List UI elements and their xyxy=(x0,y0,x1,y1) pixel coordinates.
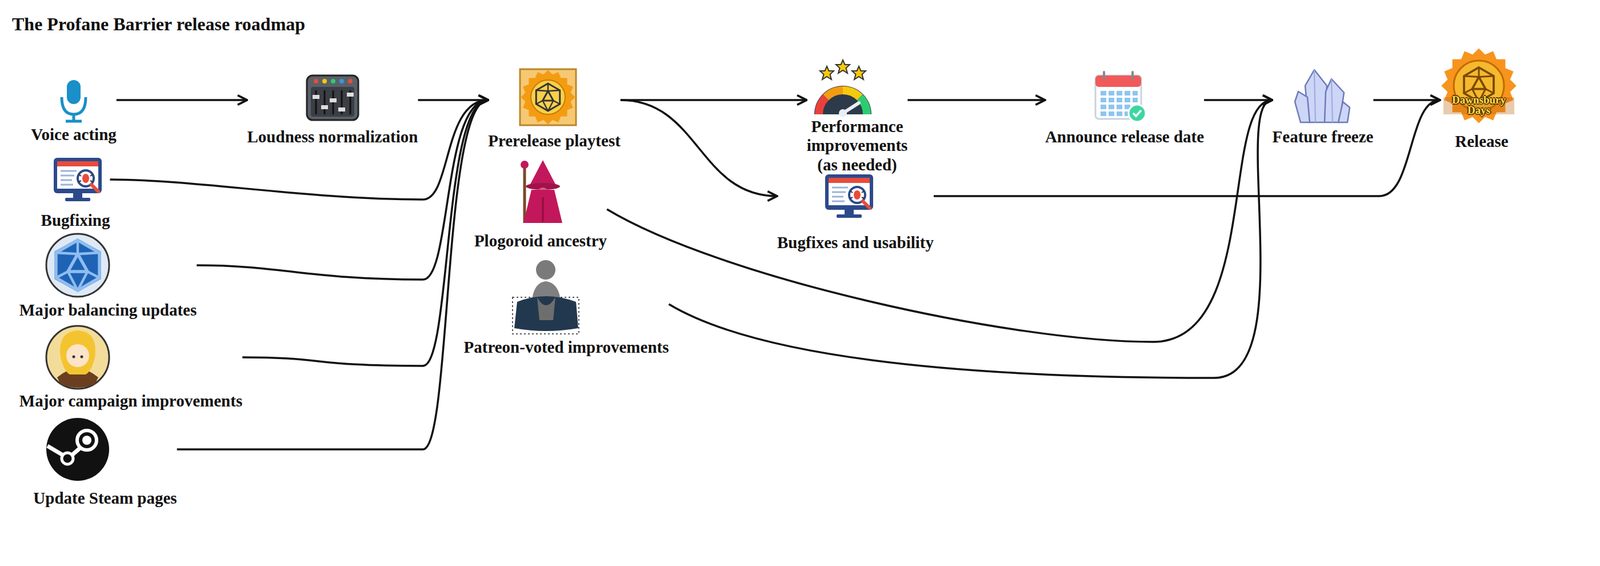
step-label: Patreon-voted improvements xyxy=(464,337,670,357)
gauge-icon xyxy=(814,60,872,118)
d20-icon xyxy=(46,233,110,297)
steam-icon xyxy=(46,417,110,481)
roadmap-step: Loudness normalization xyxy=(247,75,419,147)
step-label: Update Steam pages xyxy=(33,488,177,508)
flow-arrow xyxy=(620,100,778,196)
microphone-icon xyxy=(61,80,86,122)
flow-arrow xyxy=(620,98,807,102)
roadmap-step: Major campaign improvements xyxy=(19,325,243,411)
crystal-icon xyxy=(1294,69,1350,123)
roadmap-step: Prerelease playtest xyxy=(488,69,621,151)
diagram-title: The Profane Barrier release roadmap xyxy=(12,13,306,35)
playtest-icon xyxy=(520,69,576,126)
bug-monitor-icon xyxy=(825,174,874,218)
roadmap-step: Feature freeze xyxy=(1272,68,1374,147)
step-label: Release xyxy=(1454,132,1508,151)
flow-arrow xyxy=(668,100,1272,378)
flow-arrow xyxy=(1373,98,1440,102)
calendar-icon xyxy=(1095,72,1146,122)
flow-arrow xyxy=(109,100,488,200)
flow-arrow xyxy=(417,98,488,102)
wizard-figure xyxy=(520,160,563,223)
bug-monitor-icon xyxy=(53,157,102,202)
roadmap-step: Performance improvements (as needed) xyxy=(806,59,908,175)
roadmap-step: Update Steam pages xyxy=(33,417,177,508)
step-label: Loudness normalization xyxy=(247,127,419,147)
roadmap-step: Major balancing updates xyxy=(19,233,197,320)
step-label: Announce release date xyxy=(1045,127,1204,147)
flow-arrow xyxy=(1204,98,1273,102)
flow-arrow xyxy=(907,98,1046,102)
portrait-icon xyxy=(46,325,110,389)
roadmap-step: Plogoroid ancestry xyxy=(474,160,607,251)
flow-arrow xyxy=(196,100,488,280)
step-label: Plogoroid ancestry xyxy=(474,231,607,251)
step-label: Feature freeze xyxy=(1272,127,1374,147)
roadmap-step: Bugfixing xyxy=(41,157,111,231)
step-label: Bugfixes and usability xyxy=(777,233,934,252)
step-label: Bugfixing xyxy=(41,210,111,230)
flow-arrow xyxy=(242,100,488,366)
patreon-figure xyxy=(512,260,579,334)
logo-text: Dawnsbury Days xyxy=(1444,94,1514,116)
step-label: Prerelease playtest xyxy=(488,131,621,151)
flow-arrow xyxy=(116,98,248,102)
step-label: Major campaign improvements xyxy=(19,391,243,411)
step-label: Major balancing updates xyxy=(19,300,197,320)
flow-arrow xyxy=(933,100,1440,196)
step-label: Voice acting xyxy=(30,125,117,144)
step-label: Performance improvements (as needed) xyxy=(806,117,908,175)
roadmap-step: Voice acting xyxy=(30,78,117,145)
release-logo xyxy=(1441,48,1516,123)
flow-arrow xyxy=(606,100,1272,342)
roadmap-step: Patreon-voted improvements xyxy=(464,257,670,358)
roadmap-step: Announce release date xyxy=(1045,70,1204,147)
mixer-icon xyxy=(306,75,359,120)
roadmap-step: Bugfixes and usability xyxy=(777,174,934,253)
